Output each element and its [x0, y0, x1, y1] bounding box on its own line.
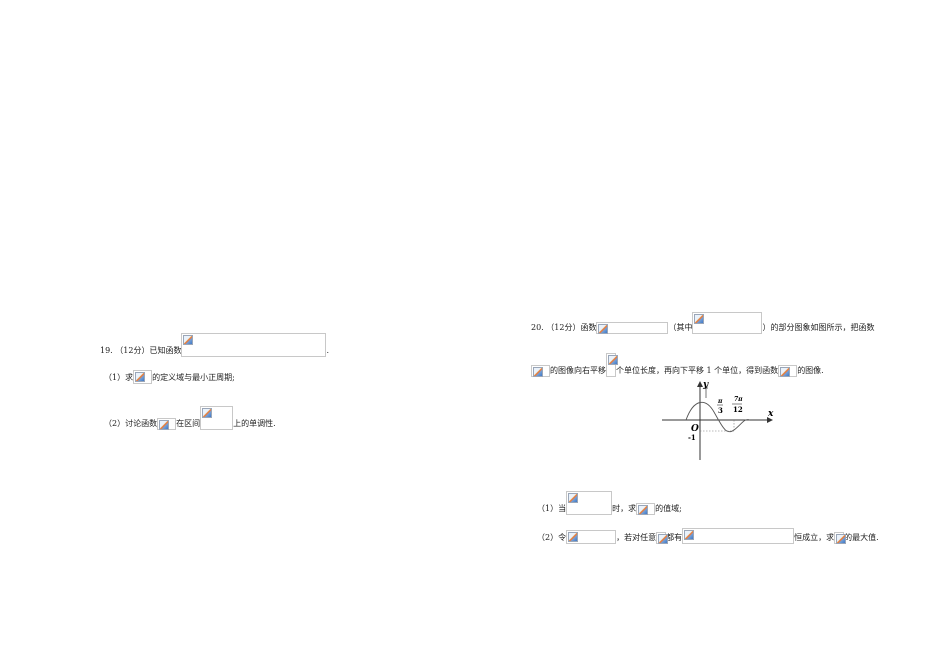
- q19-end: .: [326, 346, 329, 355]
- x-tick-1-numerator: π: [717, 398, 723, 405]
- q19-part2-text-b: 在区间: [176, 419, 201, 428]
- formula-image: [133, 370, 153, 384]
- broken-image-icon: [684, 530, 695, 540]
- x-tick-2-denominator: 12: [733, 405, 743, 414]
- formula-image: [636, 503, 656, 515]
- q19-part2-text-a: （2）讨论函数: [104, 419, 158, 428]
- broken-image-icon: [183, 335, 194, 345]
- broken-image-icon: [608, 355, 618, 365]
- q19-part2-text-c: 上的单调性.: [233, 419, 276, 428]
- broken-image-icon: [598, 324, 609, 334]
- q19-part-1: （1）求 的定义域与最小正周期;: [104, 370, 235, 384]
- x-axis-label: x: [767, 409, 774, 419]
- q20-part1-text-a: （1）当: [537, 504, 567, 513]
- formula-image: [566, 530, 617, 544]
- q20-part2-text-c: 都有: [666, 533, 683, 542]
- q20-line2-text-a: 的图像向右平移: [550, 366, 606, 375]
- formula-image: [566, 491, 613, 515]
- q20-line2-text-c: 的图像.: [797, 366, 824, 375]
- formula-image: [834, 532, 847, 544]
- broken-image-icon: [780, 367, 791, 377]
- q20-lead: 20. （12分）函数: [531, 323, 597, 332]
- function-graph: y x O -1 π 3 7π 12: [662, 380, 774, 460]
- q20-part1-text-b: 时，求: [612, 504, 637, 513]
- broken-image-icon: [159, 420, 170, 430]
- formula-image: [778, 365, 798, 377]
- q20-line-1: 20. （12分）函数 （其中 ）的部分图象如图所示，把函数: [531, 312, 874, 334]
- formula-image: [200, 406, 234, 430]
- formula-image: [682, 528, 795, 544]
- q19-part1-text-b: 的定义域与最小正周期;: [152, 373, 235, 382]
- formula-image: [157, 418, 177, 430]
- formula-image: [596, 322, 669, 334]
- formula-image: [606, 353, 618, 377]
- q20-line-2: 的图像向右平移 个单位长度，再向下平移 1 个单位，得到函数 的图像.: [531, 353, 824, 377]
- q19-part-2: （2）讨论函数 在区间 上的单调性.: [104, 406, 276, 430]
- q20-part2-text-a: （2）令: [537, 533, 567, 542]
- q19-part1-text-a: （1）求: [104, 373, 134, 382]
- broken-image-icon: [533, 367, 543, 377]
- q19-lead: 19. （12分）已知函数: [100, 346, 182, 355]
- y-tick-label: -1: [688, 433, 696, 442]
- origin-label: O: [691, 424, 699, 434]
- formula-image: [656, 532, 669, 544]
- q20-part-2: （2）令 ，若对任意都有 恒成立，求的最大值.: [537, 528, 879, 544]
- broken-image-icon: [568, 532, 579, 542]
- q20-part2-text-b: ，若对任意: [616, 533, 657, 542]
- q20-part1-text-c: 的值域;: [655, 504, 682, 513]
- q20-part-1: （1）当 时，求 的值域;: [537, 491, 682, 515]
- broken-image-icon: [202, 408, 213, 418]
- y-axis-label: y: [702, 380, 709, 390]
- x-tick-1-denominator: 3: [718, 406, 723, 415]
- q20-line2-text-b: 个单位长度，再向下平移 1 个单位，得到函数: [616, 366, 779, 375]
- q19-line-1: 19. （12分）已知函数.: [100, 333, 329, 357]
- formula-image: [692, 312, 763, 334]
- broken-image-icon: [638, 505, 649, 515]
- q20-tail: ）的部分图象如图所示，把函数: [762, 323, 875, 332]
- broken-image-icon: [694, 314, 705, 324]
- q20-part2-text-e: 的最大值.: [844, 533, 879, 542]
- broken-image-icon: [135, 372, 146, 382]
- q20-part2-text-d: 恒成立，求: [794, 533, 835, 542]
- broken-image-icon: [658, 534, 669, 544]
- x-tick-2-numerator: 7π: [734, 396, 743, 403]
- broken-image-icon: [568, 493, 579, 503]
- sine-curve: [685, 402, 751, 433]
- q20-mid: （其中: [668, 323, 693, 332]
- formula-image: [531, 365, 550, 377]
- formula-image: [181, 333, 327, 357]
- broken-image-icon: [836, 534, 847, 544]
